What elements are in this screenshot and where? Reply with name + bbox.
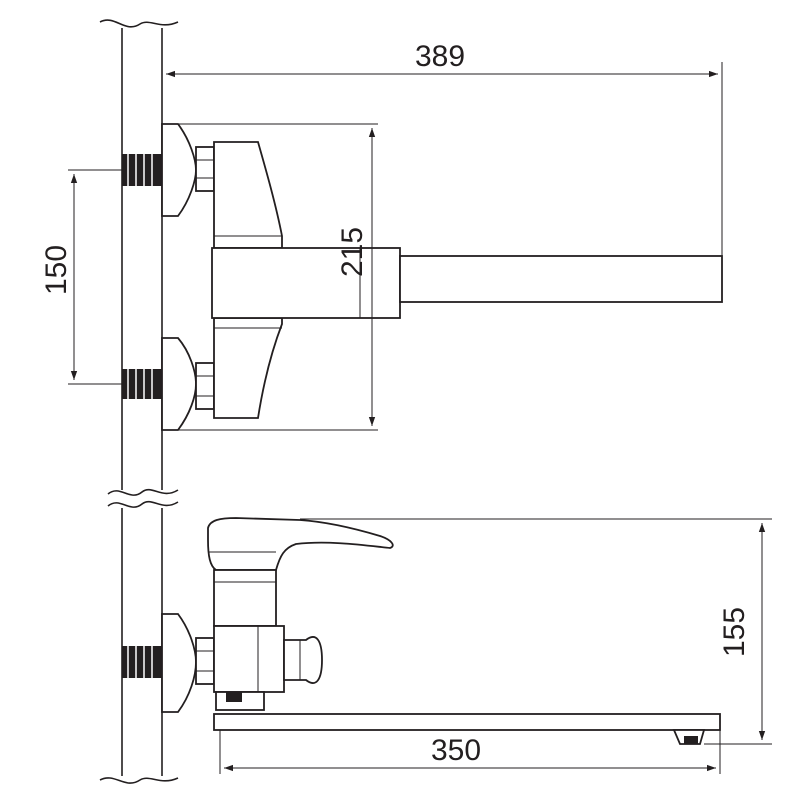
spout-top-view xyxy=(399,255,723,303)
escutcheon-lower xyxy=(161,337,197,431)
cartridge-body xyxy=(213,569,277,627)
diverter-knob xyxy=(283,636,323,684)
body-arm-upper xyxy=(213,141,283,249)
inlet-thread-upper xyxy=(122,154,162,186)
inlet-thread-lower xyxy=(122,369,162,399)
dimension-350: 350 xyxy=(219,730,721,774)
dimension-label-350: 350 xyxy=(431,734,481,767)
side-view xyxy=(122,517,721,745)
inlet-thread-side xyxy=(122,646,162,678)
mixer-body xyxy=(211,247,401,319)
dimension-label-155: 155 xyxy=(718,607,751,657)
spout-side-view xyxy=(213,713,721,731)
wall-break-mid-lower xyxy=(107,500,179,508)
wall-break-top xyxy=(99,19,179,28)
nut-lower xyxy=(195,362,215,410)
escutcheon-side xyxy=(161,613,197,713)
nut-side xyxy=(195,637,215,685)
mixer-body-side xyxy=(213,625,285,693)
dimension-155: 155 xyxy=(300,518,772,745)
escutcheon-upper xyxy=(161,123,197,217)
body-arm-lower xyxy=(213,317,283,419)
dimension-389: 389 xyxy=(161,40,723,256)
nut-upper xyxy=(195,146,215,192)
dimension-label-150: 150 xyxy=(40,245,73,295)
wall-break-bottom xyxy=(99,777,179,784)
dimension-150: 150 xyxy=(40,169,122,385)
lever-handle xyxy=(207,517,394,571)
top-view xyxy=(122,123,723,431)
dimension-label-389: 389 xyxy=(415,40,465,73)
dimension-215: 215 xyxy=(178,123,378,431)
dimension-label-215: 215 xyxy=(336,227,369,277)
wall-break-mid-upper xyxy=(107,488,179,496)
